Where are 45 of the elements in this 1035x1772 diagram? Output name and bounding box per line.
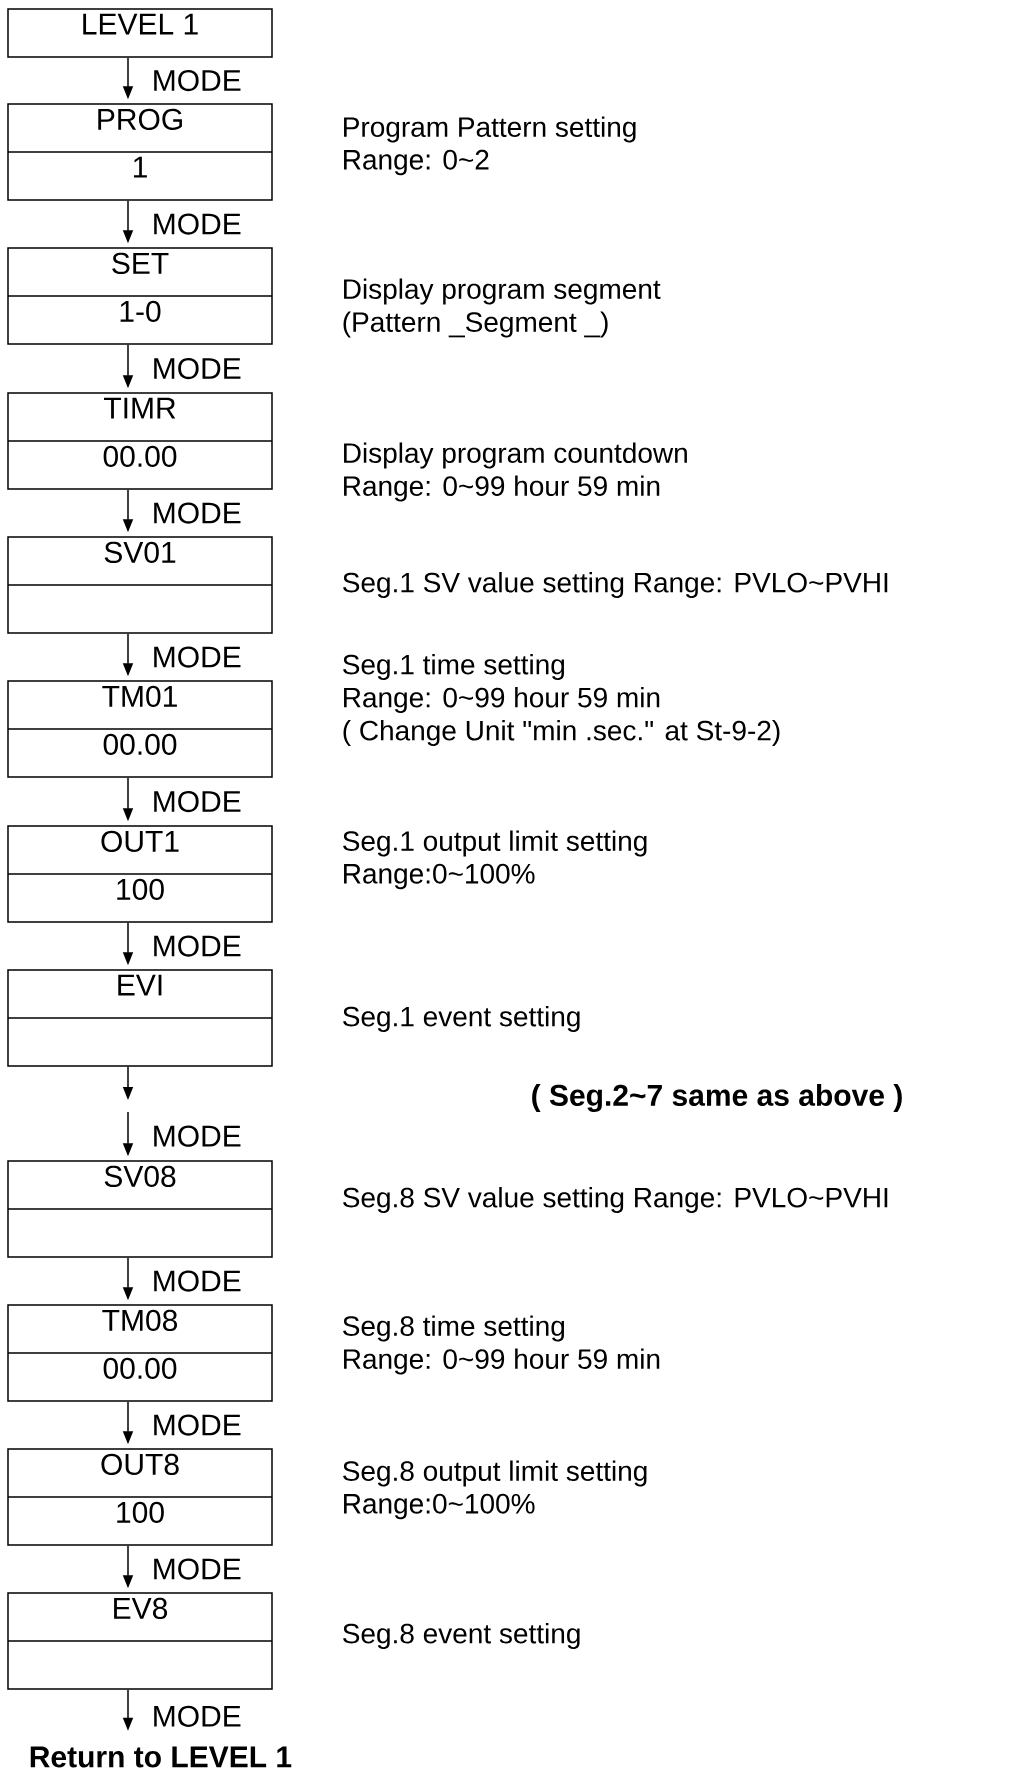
description-text: Seg.8 event setting [343, 1622, 580, 1650]
description-text: Range: 0~2 [344, 149, 489, 176]
display-box: SV08 [7, 1160, 273, 1258]
description-text: ( Change Unit "min .sec." at St-9-2) [343, 719, 780, 747]
display-box: SET 1-0 [7, 247, 273, 345]
description-text: Range: 0~99 hour 59 min [344, 686, 660, 714]
description-text: Seg.8 SV value setting Range: PVLO~PVHI [343, 1186, 888, 1214]
display-box: TIMR 00.00 [7, 392, 273, 490]
edge-label: MODE [150, 789, 243, 814]
display-box: OUT8 100 [7, 1448, 273, 1546]
description-text: Seg.8 output limit setting [343, 1460, 647, 1487]
edge-label: MODE [150, 1269, 243, 1293]
display-box: TM01 00.00 [7, 680, 273, 778]
description-text: Program Pattern setting [344, 116, 636, 143]
description-text: Range: 0~99 hour 59 min [344, 1348, 660, 1375]
edge-label: MODE [150, 501, 243, 525]
edge-label: MODE [150, 1704, 243, 1728]
description-text: Seg.1 event setting [343, 1005, 580, 1033]
edge-label: MODE [150, 68, 243, 93]
description-text: (Pattern _Segment _) [343, 311, 608, 338]
display-box: EVI [7, 969, 273, 1067]
edge-label: MODE [150, 212, 243, 236]
display-box: LEVEL 1 [7, 8, 273, 58]
display-box: PROG 1 [7, 103, 273, 201]
edge-label: MODE [150, 1413, 243, 1437]
edge-label: MODE [150, 645, 243, 669]
edge-label: MODE [150, 1124, 243, 1148]
description-text: Display program segment [344, 278, 661, 305]
description-text: Seg.1 output limit setting [343, 830, 647, 857]
description-text: Seg.8 time setting [343, 1315, 565, 1342]
display-box: SV01 [7, 536, 273, 634]
display-box: OUT1 100 [7, 825, 273, 923]
description-text: Range: 0~99 hour 59 min [344, 475, 660, 502]
note-text: ( Seg.2~7 same as above ) [532, 1083, 902, 1113]
edge-label: MODE [150, 934, 243, 958]
description-text: Display program countdown [344, 442, 687, 469]
description-text: Seg.1 time setting [343, 653, 565, 681]
description-text: Range:0~100% [344, 863, 535, 890]
description-text: Range:0~100% [344, 1493, 535, 1520]
edge-label: MODE [150, 1557, 243, 1581]
description-text: Seg.1 SV value setting Range: PVLO~PVHI [343, 571, 888, 599]
edge-label: MODE [150, 356, 243, 381]
return-text: Return to LEVEL 1 [30, 1746, 292, 1768]
display-box: EV8 [7, 1592, 273, 1690]
display-box: TM08 00.00 [7, 1304, 273, 1402]
